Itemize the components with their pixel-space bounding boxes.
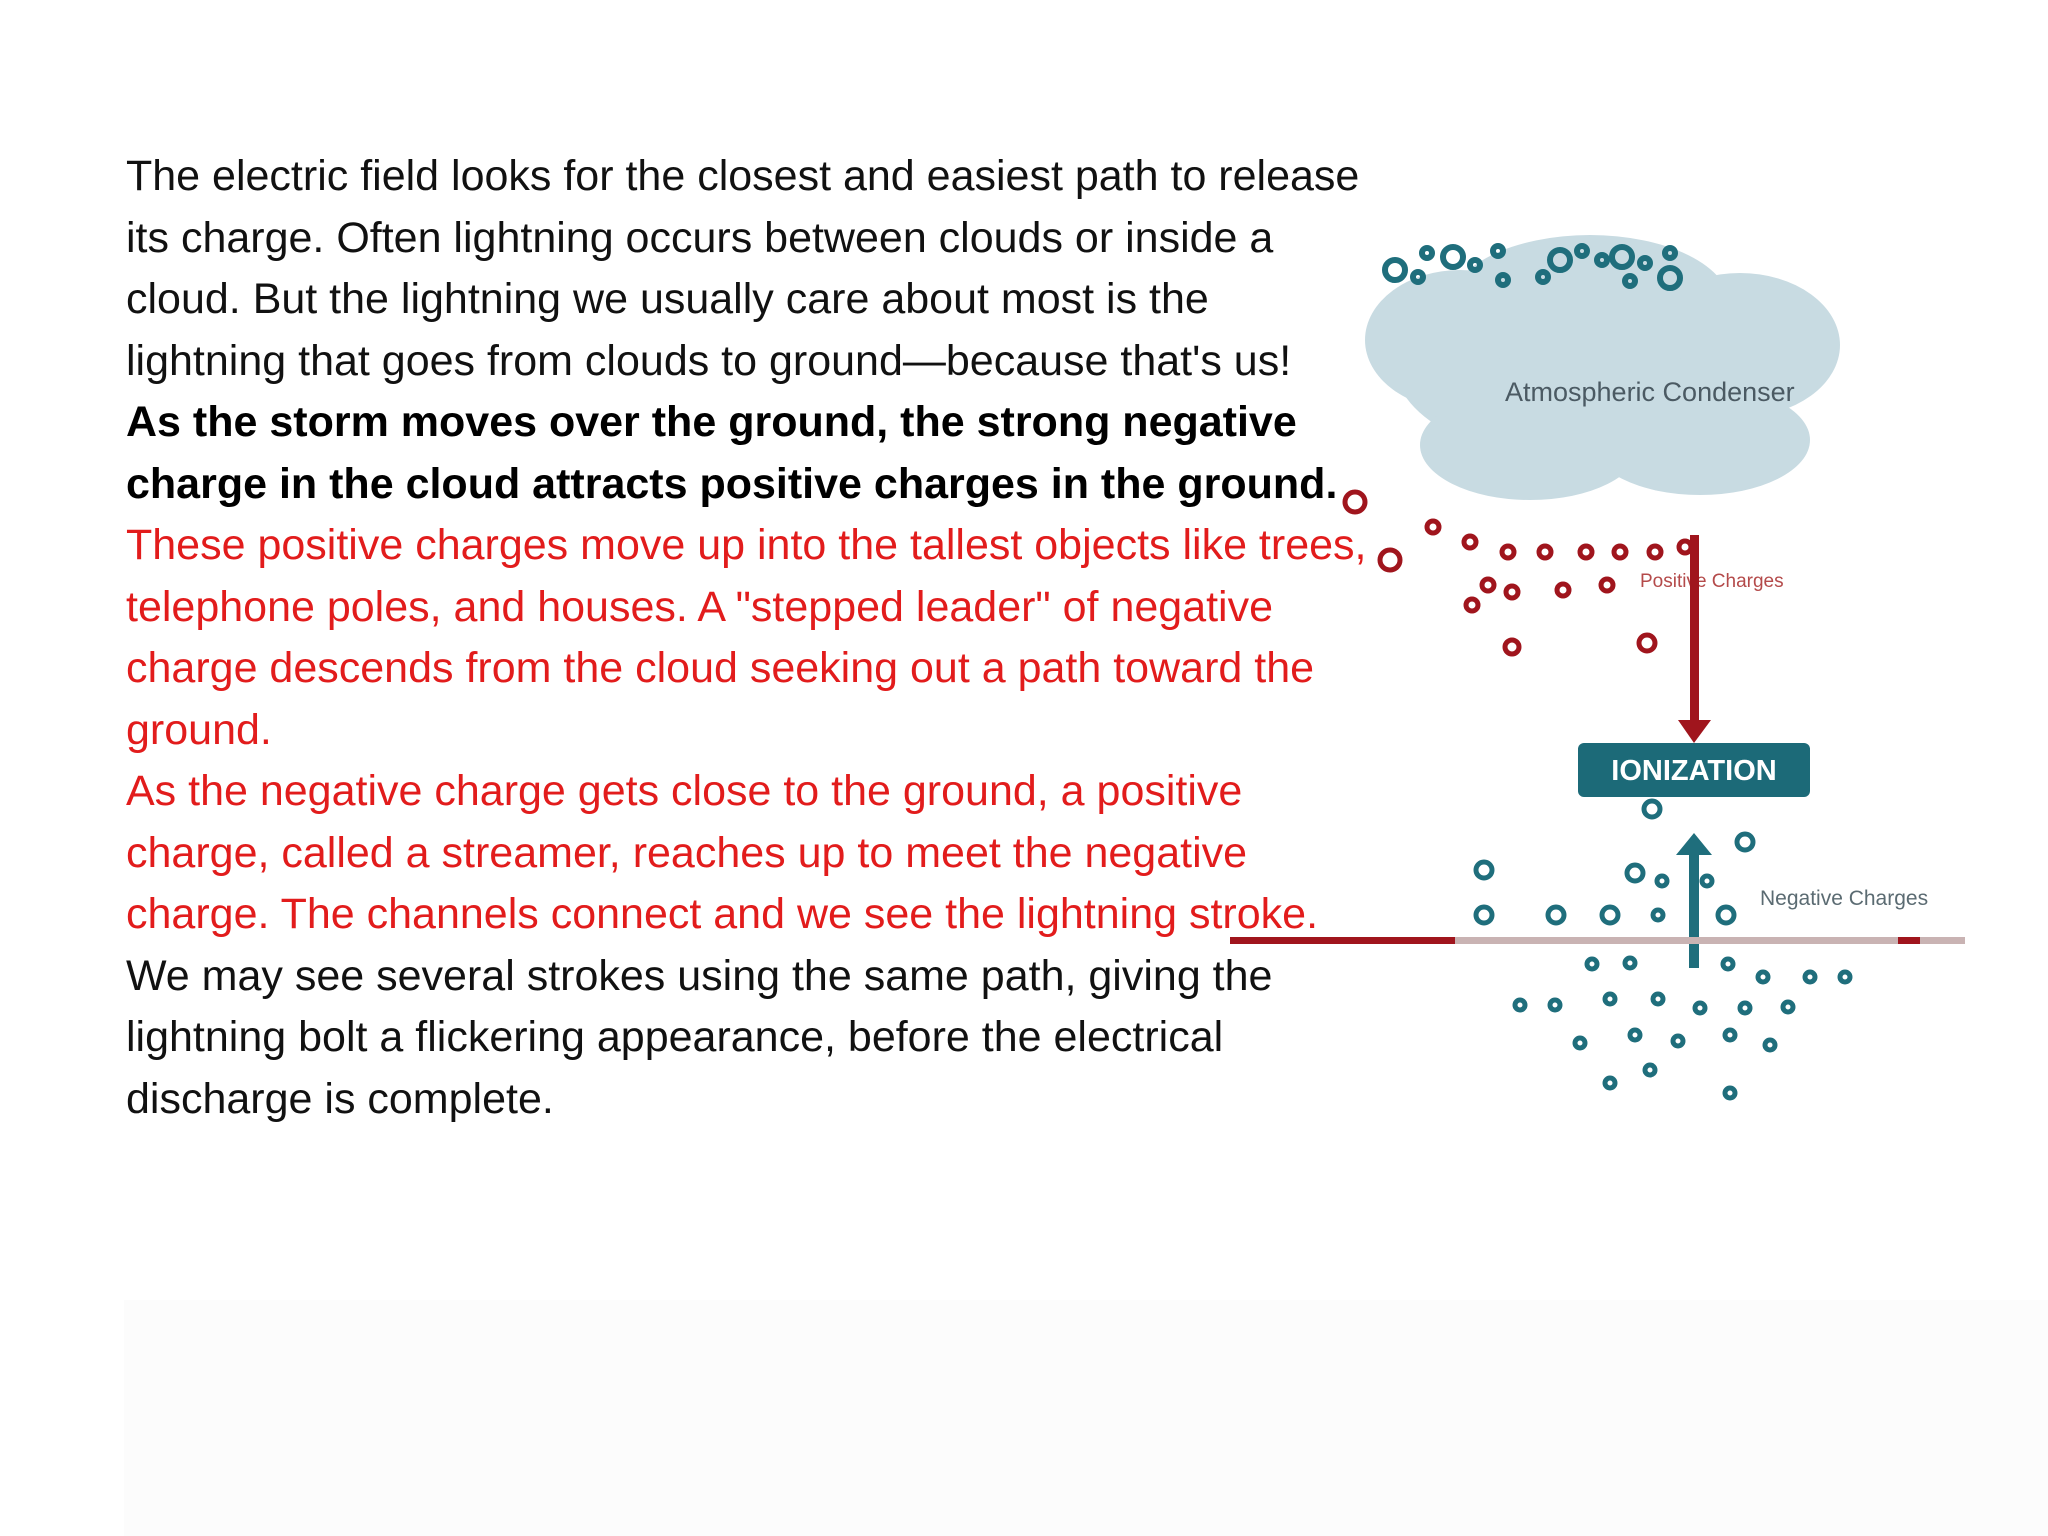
down-arrow (1678, 535, 1711, 743)
positive-charges-label: Positive Charges (1640, 571, 1784, 592)
negative-charges (1473, 798, 1853, 1101)
paragraph-stepped-leader: These positive charges move up into the … (126, 521, 1367, 754)
paragraph-storm: As the storm moves over the ground, the … (126, 398, 1338, 508)
ionization-label: IONIZATION (1611, 755, 1776, 787)
ground-line (1230, 937, 1965, 944)
up-arrow (1676, 833, 1712, 968)
paragraph-streamer: As the negative charge gets close to the… (126, 767, 1319, 938)
lightning-diagram: Atmospheric Condenser (1230, 215, 1990, 1115)
paragraph-flicker: We may see several strokes using the sam… (126, 951, 1273, 1123)
text-block: The electric field looks for the closest… (126, 146, 1376, 1130)
ionization-box: IONIZATION (1578, 743, 1810, 797)
lightning-diagram-svg: Atmospheric Condenser (1230, 235, 1965, 1101)
cloud-shape (1365, 235, 1840, 500)
paragraph-intro: The electric field looks for the closest… (126, 152, 1360, 385)
background-panel (124, 1300, 2048, 1536)
negative-charges-label: Negative Charges (1760, 887, 1928, 910)
cloud-label: Atmospheric Condenser (1505, 377, 1795, 407)
cloud-top-negative-charges (1382, 243, 1683, 291)
positive-charges (1342, 489, 1694, 657)
